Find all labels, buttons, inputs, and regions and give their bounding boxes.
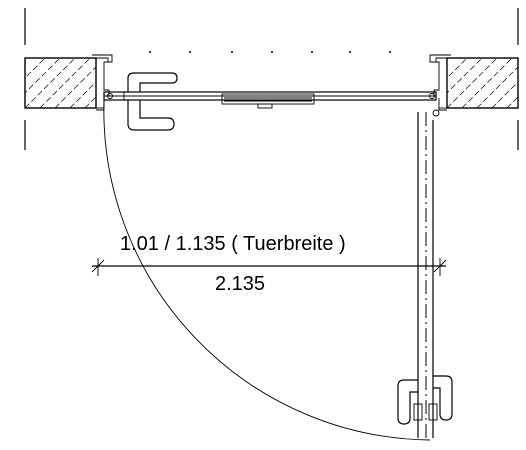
door-width-label: 1.01 / 1.135 ( Tuerbreite ) [120,233,346,255]
right-wall [446,57,519,109]
handle-closed-leaf [123,72,178,131]
dimension-line [91,258,447,276]
left-wall [24,57,97,109]
total-width-label: 2.135 [215,273,265,295]
right-door-frame [429,54,451,111]
door-leaf-open [417,112,434,440]
handle-open-leaf [397,375,453,425]
dotted-reference-line [149,51,391,53]
wall-edge-marks [24,8,519,150]
door-swing-arc [103,99,431,441]
door-leaf-closed [103,91,440,117]
